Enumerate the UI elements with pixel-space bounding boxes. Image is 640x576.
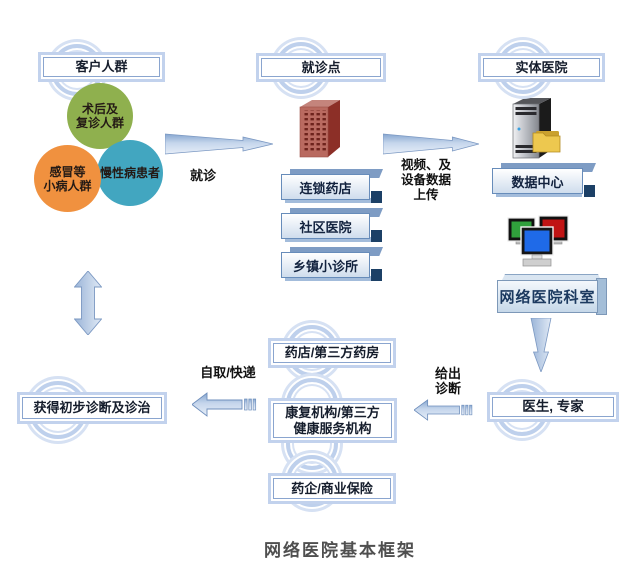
circle-chronic-patients: 慢性病患者 — [97, 140, 163, 206]
pharmacy-box: 药店/第三方药房 — [273, 343, 391, 363]
flow-label-diagnosis: 给出 诊断 — [434, 366, 461, 396]
circle-postop-label: 术后及 复诊人群 — [75, 102, 124, 130]
slab-corner-block — [371, 269, 382, 281]
visit-site-township-clinic: 乡镇小诊所 — [281, 247, 383, 282]
flow-label-upload: 视频、及 设备数据 上传 — [400, 158, 451, 202]
building-icon — [299, 100, 340, 158]
slab-bottom-band — [285, 237, 371, 242]
flow-label-delivery: 自取/快递 — [200, 365, 256, 380]
diagram-title: 网络医院基本框架 — [264, 541, 416, 560]
visit-site-label: 连锁药店 — [281, 174, 370, 200]
physical-hospital-label: 实体医院 — [515, 59, 568, 75]
insurance-label: 药企/商业保险 — [291, 480, 373, 496]
outcome-label: 获得初步诊断及诊治 — [33, 400, 151, 415]
slab-corner-block — [371, 230, 382, 242]
arrow-left-diagnosis-icon — [414, 399, 473, 421]
network-department-label: 网络医院科室 — [497, 280, 598, 313]
visit-site-label: 社区医院 — [281, 213, 370, 239]
slab-bottom-band — [496, 192, 582, 197]
doctors-box: 医生, 专家 — [492, 397, 614, 417]
monitors-icon — [507, 215, 569, 267]
slab-bottom-band — [285, 198, 371, 203]
customer-group-box: 客户人群 — [43, 57, 160, 77]
visit-site-community-hospital: 社区医院 — [281, 208, 383, 243]
visit-site-label: 乡镇小诊所 — [281, 252, 370, 278]
customer-group-label: 客户人群 — [75, 59, 128, 74]
circle-postop-patients: 术后及 复诊人群 — [67, 83, 133, 149]
server-icon — [512, 98, 561, 159]
arrow-right-visit-icon — [165, 133, 273, 155]
rehab-box: 康复机构/第三方 健康服务机构 — [273, 403, 392, 438]
slab-top-face — [501, 163, 596, 172]
insurance-box: 药企/商业保险 — [273, 478, 391, 499]
doctors-label: 医生, 专家 — [522, 399, 584, 414]
arrow-up-down-icon — [74, 271, 102, 335]
visit-point-label: 就诊点 — [301, 59, 341, 75]
slab-top-face — [290, 208, 383, 217]
circle-cold-label: 感冒等 小病人群 — [43, 164, 92, 193]
circle-chronic-label: 慢性病患者 — [99, 166, 160, 180]
visit-point-box: 就诊点 — [261, 58, 381, 77]
pharmacy-label: 药店/第三方药房 — [284, 345, 380, 360]
data-center-label: 数据中心 — [492, 168, 583, 194]
slab-corner-block — [584, 185, 595, 197]
network-department-box: 网络医院科室 — [497, 274, 607, 315]
slab-top-face — [290, 169, 383, 178]
rehab-label: 康复机构/第三方 健康服务机构 — [285, 404, 380, 436]
arrow-right-upload-icon — [383, 133, 479, 155]
outcome-box: 获得初步诊断及诊治 — [22, 397, 162, 419]
circle-cold-patients: 感冒等 小病人群 — [34, 145, 101, 212]
folder-icon-front — [532, 132, 561, 153]
slab-top-face — [290, 247, 383, 256]
data-center-box: 数据中心 — [492, 163, 596, 199]
arrow-left-delivery-icon — [192, 392, 257, 417]
physical-hospital-box: 实体医院 — [483, 58, 600, 77]
visit-site-chain-pharmacy: 连锁药店 — [281, 169, 383, 204]
slab-corner-block — [371, 191, 382, 203]
arrow-down-icon — [530, 318, 552, 372]
slab-bottom-band — [285, 276, 371, 281]
flow-label-visit: 就诊 — [189, 168, 216, 183]
